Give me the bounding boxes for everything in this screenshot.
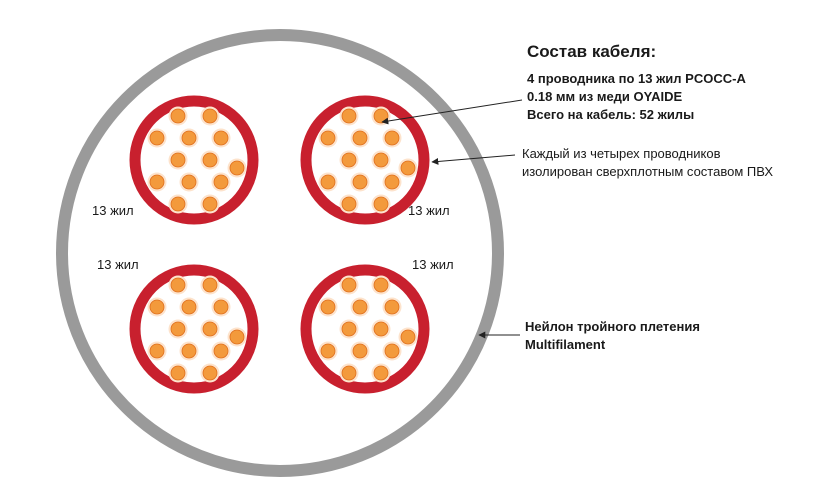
copper-strand [170, 196, 186, 212]
copper-strand [352, 299, 368, 315]
braid-note-line-1: Нейлон тройного плетения [525, 319, 700, 334]
copper-strand [341, 277, 357, 293]
copper-strand [202, 365, 218, 381]
insulation-note-line-2: изолирован сверхплотным составом ПВХ [522, 164, 773, 179]
copper-strand [149, 299, 165, 315]
copper-strand [181, 130, 197, 146]
copper-strand [352, 130, 368, 146]
copper-strand [373, 277, 389, 293]
copper-strand [213, 174, 229, 190]
copper-strand [181, 343, 197, 359]
conductor-bottom-left [129, 264, 259, 394]
copper-strand [213, 343, 229, 359]
outer-sheath [56, 29, 504, 477]
copper-strand [202, 152, 218, 168]
copper-strand [202, 321, 218, 337]
copper-strand [341, 365, 357, 381]
copper-strand [373, 152, 389, 168]
leader-line-strands [381, 99, 523, 125]
copper-strand [341, 321, 357, 337]
copper-strand [202, 277, 218, 293]
copper-strand [202, 108, 218, 124]
copper-strand [384, 299, 400, 315]
leader-line-insulation [431, 154, 516, 165]
copper-strand [170, 108, 186, 124]
copper-strand [149, 130, 165, 146]
composition-title: Состав кабеля: [527, 42, 657, 61]
copper-strand [170, 152, 186, 168]
copper-strand [320, 299, 336, 315]
copper-strand [229, 160, 245, 176]
copper-strand [384, 174, 400, 190]
copper-strand [170, 321, 186, 337]
copper-strand [352, 174, 368, 190]
copper-strand [373, 196, 389, 212]
copper-strand [181, 174, 197, 190]
braid-note-line-2: Multifilament [525, 337, 606, 352]
conductors-group [129, 95, 430, 394]
copper-strand [352, 343, 368, 359]
copper-strand [213, 299, 229, 315]
copper-strand [341, 196, 357, 212]
composition-line-3: Всего на кабель: 52 жилы [527, 107, 695, 122]
copper-strand [229, 329, 245, 345]
copper-strand [170, 365, 186, 381]
insulation-note-line-1: Каждый из четырех проводников [522, 146, 721, 161]
copper-strand [202, 196, 218, 212]
conductor-top-left [129, 95, 259, 225]
copper-strand [384, 343, 400, 359]
copper-strand [181, 299, 197, 315]
copper-strand [384, 130, 400, 146]
composition-line-1: 4 проводника по 13 жил PCOCC-A [527, 71, 746, 86]
copper-strand [170, 277, 186, 293]
conductor-label-bottom-left: 13 жил [97, 257, 139, 272]
copper-strand [341, 108, 357, 124]
copper-strand [320, 174, 336, 190]
copper-strand [373, 365, 389, 381]
copper-strand [400, 160, 416, 176]
conductor-top-right [300, 95, 430, 225]
copper-strand [341, 152, 357, 168]
conductor-label-top-right: 13 жил [408, 203, 450, 218]
conductor-bottom-right [300, 264, 430, 394]
copper-strand [213, 130, 229, 146]
copper-strand [320, 130, 336, 146]
copper-strand [149, 343, 165, 359]
conductor-label-top-left: 13 жил [92, 203, 134, 218]
copper-strand [400, 329, 416, 345]
copper-strand [373, 321, 389, 337]
copper-strand [149, 174, 165, 190]
composition-line-2: 0.18 мм из меди OYAIDE [527, 89, 683, 104]
conductor-label-bottom-right: 13 жил [412, 257, 454, 272]
copper-strand [320, 343, 336, 359]
